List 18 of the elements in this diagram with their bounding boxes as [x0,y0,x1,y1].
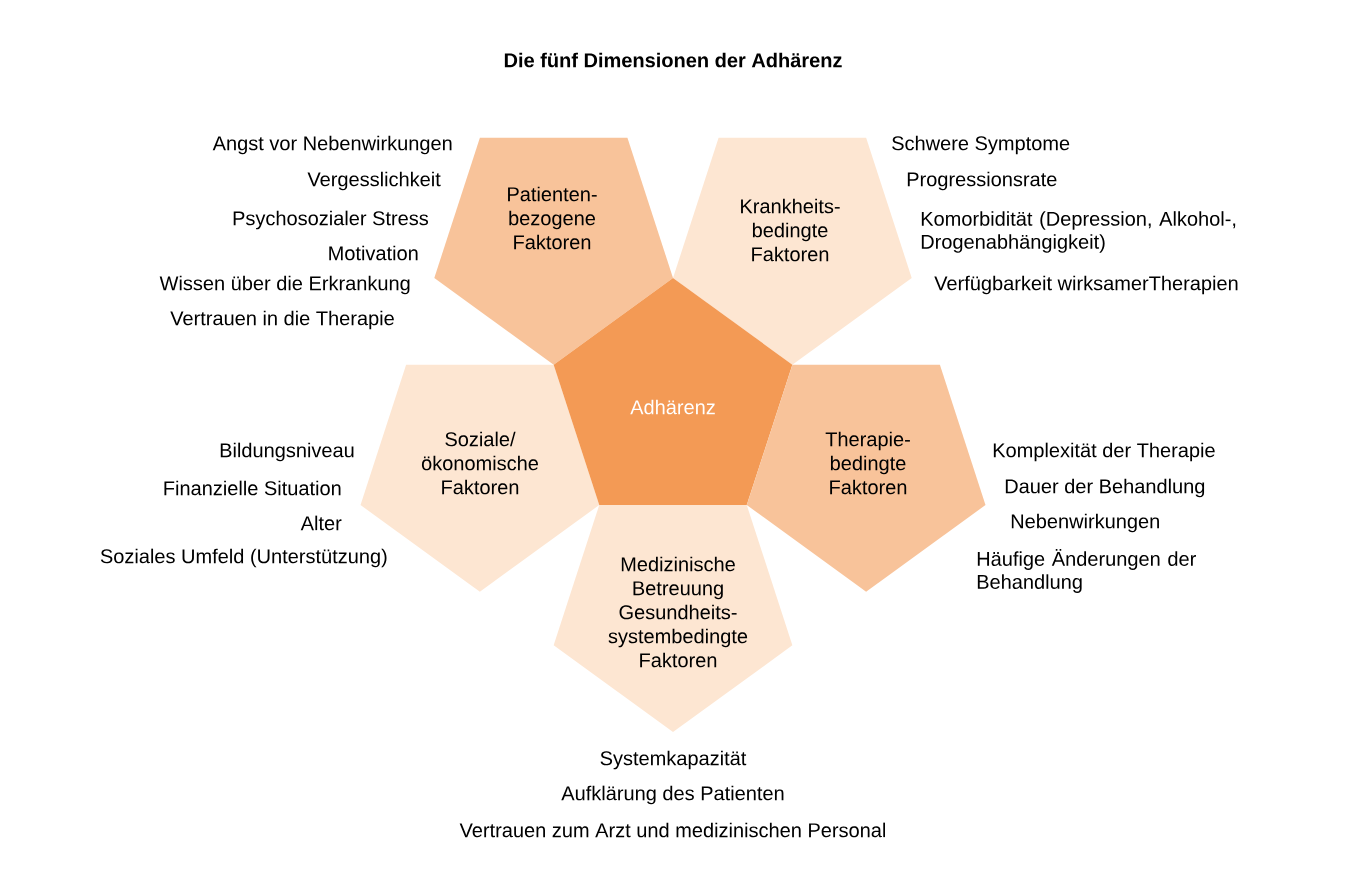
title: Die fünf Dimensionen der Adhärenz [504,52,842,68]
factor-text: Komplexität der Therapie [993,442,1215,462]
factor-text: Verfügbarkeit wirksamerTherapien [934,275,1238,295]
factor-text: Komorbidität (Depression, Alkohol-, Drogenabhängigkeit) [921,211,1236,253]
factor-text: Finanzielle Situation [164,480,341,496]
factor-text: Vertrauen in die Therapie [170,310,394,330]
factor-text: Bildungsniveau [220,442,354,462]
factor-text: Vertrauen zum Arzt und medizinischen Personal [459,822,886,838]
pentagon-box: Medizinische Betreuung Gesundheits- systembedingte Faktoren [553,505,793,733]
factor-text: Dauer der Behandlung [1005,478,1205,498]
factor-text: Motivation [329,245,418,261]
factor-text: Wissen über die Erkrankung [159,275,410,295]
factor-text: Aufklärung des Patienten [561,785,784,805]
pentagon-box: Adhärenz [553,278,793,505]
factor-text: Alter [300,515,342,531]
factor-text: Psychosozialer Stress [233,210,429,230]
factor-text: Systemkapazität [600,750,747,770]
factor-text: Nebenwirkungen [1011,513,1159,533]
